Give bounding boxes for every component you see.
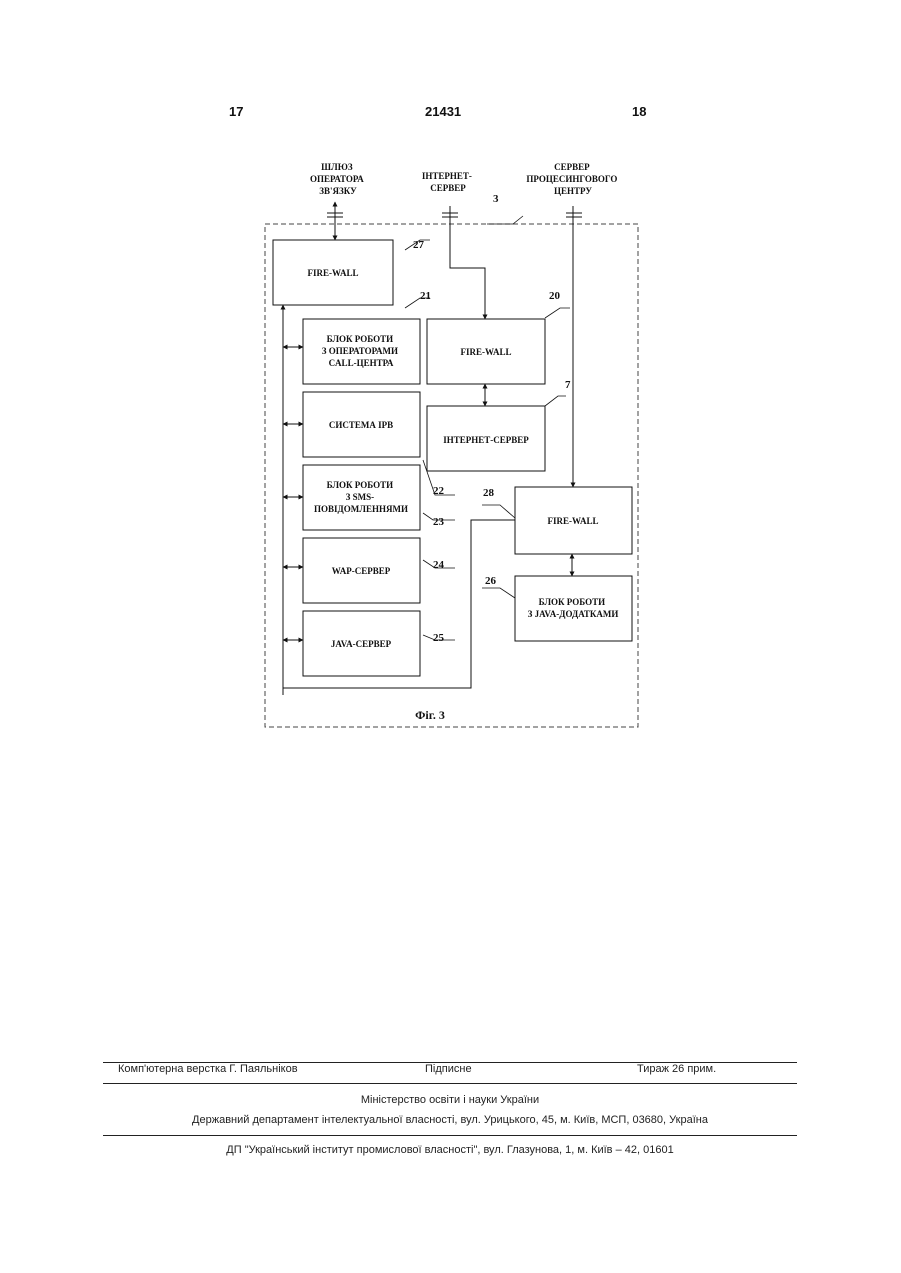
java-server-label: JAVA-СЕРВЕР bbox=[331, 639, 392, 649]
processing-center-label: СЕРВЕР ПРОЦЕСИНГОВОГО ЦЕНТРУ bbox=[526, 162, 619, 196]
wap-server-label: WAP-СЕРВЕР bbox=[332, 566, 391, 576]
ivr-label: СИСТЕМА ІРВ bbox=[329, 420, 393, 430]
footer-rule-bottom bbox=[103, 1135, 797, 1136]
layout-credit: Комп'ютерна верстка Г. Паяльніков bbox=[118, 1063, 298, 1075]
institute-address: ДП "Український інститут промислової вла… bbox=[103, 1144, 797, 1156]
ref-22: 22 bbox=[433, 485, 445, 497]
firewall-28-label: FIRE-WALL bbox=[547, 516, 598, 526]
internet-server-external-label: ІНТЕРНЕТ- СЕРВЕР bbox=[422, 171, 474, 193]
ref-7: 7 bbox=[565, 379, 571, 391]
department-address: Державний департамент інтелектуальної вл… bbox=[103, 1114, 797, 1126]
ref-26: 26 bbox=[485, 575, 497, 587]
ref-21: 21 bbox=[420, 290, 431, 302]
internet-server-label: ІНТЕРНЕТ-СЕРВЕР bbox=[443, 435, 529, 445]
circulation: Тираж 26 прим. bbox=[637, 1063, 716, 1075]
ref-3: 3 bbox=[493, 193, 499, 205]
figure-caption: Фіг. 3 bbox=[400, 708, 460, 723]
ref-27: 27 bbox=[413, 239, 425, 251]
ref-28: 28 bbox=[483, 487, 495, 499]
gateway-label: ШЛЮЗ ОПЕРАТОРА ЗВ'ЯЗКУ bbox=[310, 162, 366, 196]
ref-23: 23 bbox=[433, 516, 445, 528]
block-diagram: ШЛЮЗ ОПЕРАТОРА ЗВ'ЯЗКУ ІНТЕРНЕТ- СЕРВЕР … bbox=[255, 150, 655, 740]
external-connectors bbox=[327, 213, 582, 217]
ref-25: 25 bbox=[433, 632, 445, 644]
ministry: Міністерство освіти і науки України bbox=[103, 1094, 797, 1106]
ref-24: 24 bbox=[433, 559, 445, 571]
page-number-right: 18 bbox=[632, 104, 646, 119]
page-number-left: 17 bbox=[229, 104, 243, 119]
patent-number: 21431 bbox=[425, 104, 461, 119]
footer-rule-middle bbox=[103, 1083, 797, 1084]
ref-20: 20 bbox=[549, 290, 561, 302]
firewall-20-label: FIRE-WALL bbox=[460, 347, 511, 357]
signed-note: Підписне bbox=[425, 1063, 472, 1075]
firewall-27-label: FIRE-WALL bbox=[307, 268, 358, 278]
callcenter-label: БЛОК РОБОТИ З ОПЕРАТОРАМИ CALL-ЦЕНТРА bbox=[322, 334, 401, 368]
